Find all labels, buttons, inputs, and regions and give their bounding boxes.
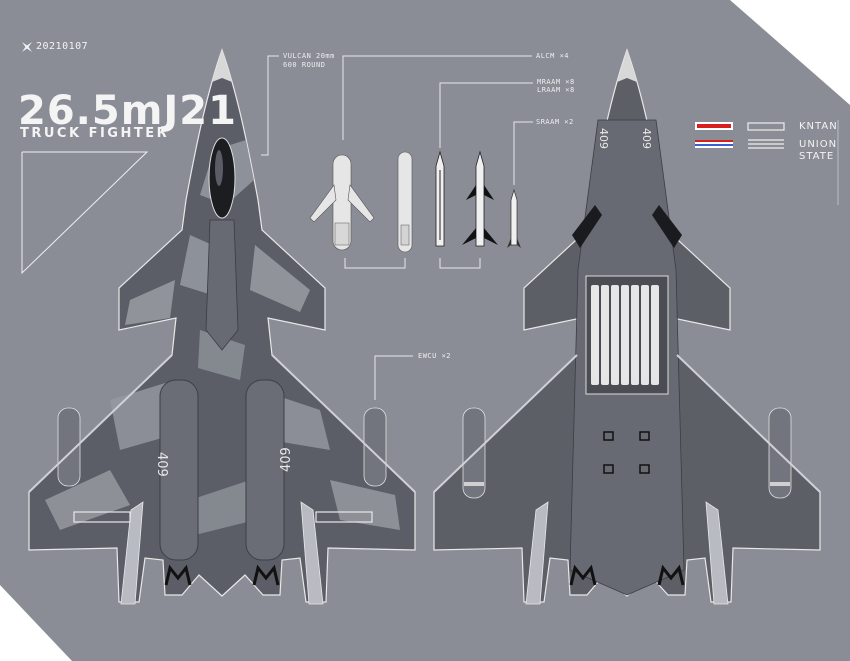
page-title: 26.5mJ21 [18, 88, 237, 134]
paper-corner-bottom-left [0, 585, 72, 661]
callout-ewcu: EWCU ×2 [418, 352, 452, 360]
paper-corner-top-right [730, 0, 850, 105]
kntan-emblem-outline [747, 122, 785, 131]
serial-number-bottom-right: 409 [640, 128, 653, 149]
callout-sraam: SRAAM ×2 [536, 118, 574, 126]
alcm-missile-deployed [309, 154, 375, 251]
lraam-missile [462, 150, 498, 247]
leader-lines [261, 55, 533, 400]
legend-union: UNION [799, 139, 838, 150]
aircraft-bottom-view [433, 48, 821, 605]
serial-number-top-right: 409 [279, 447, 294, 472]
callout-alcm: ALCM ×4 [536, 52, 570, 60]
date-code: 20210107 [36, 41, 89, 52]
serial-number-top-left: 409 [154, 452, 169, 477]
callout-vulcan-rounds: 600 ROUND [283, 61, 326, 69]
serial-number-bottom-left: 409 [597, 128, 610, 149]
callout-mraam: MRAAM ×8 [537, 78, 575, 86]
union-state-emblem [748, 139, 784, 149]
sraam-missile [507, 188, 521, 248]
union-state-flag [695, 140, 733, 148]
star-cross-icon [22, 42, 32, 52]
mraam-missile [435, 150, 445, 247]
aircraft-top-view [28, 48, 416, 605]
alcm-missile-folded [397, 151, 413, 253]
callout-lraam: LRAAM ×8 [537, 86, 575, 94]
page-subtitle: TRUCK FIGHTER [20, 126, 170, 141]
triangle-frame [21, 151, 149, 275]
legend-state: STATE [799, 151, 835, 162]
legend-kntan: KNTAN [799, 121, 838, 132]
callout-vulcan: VULCAN 20mm [283, 52, 335, 60]
